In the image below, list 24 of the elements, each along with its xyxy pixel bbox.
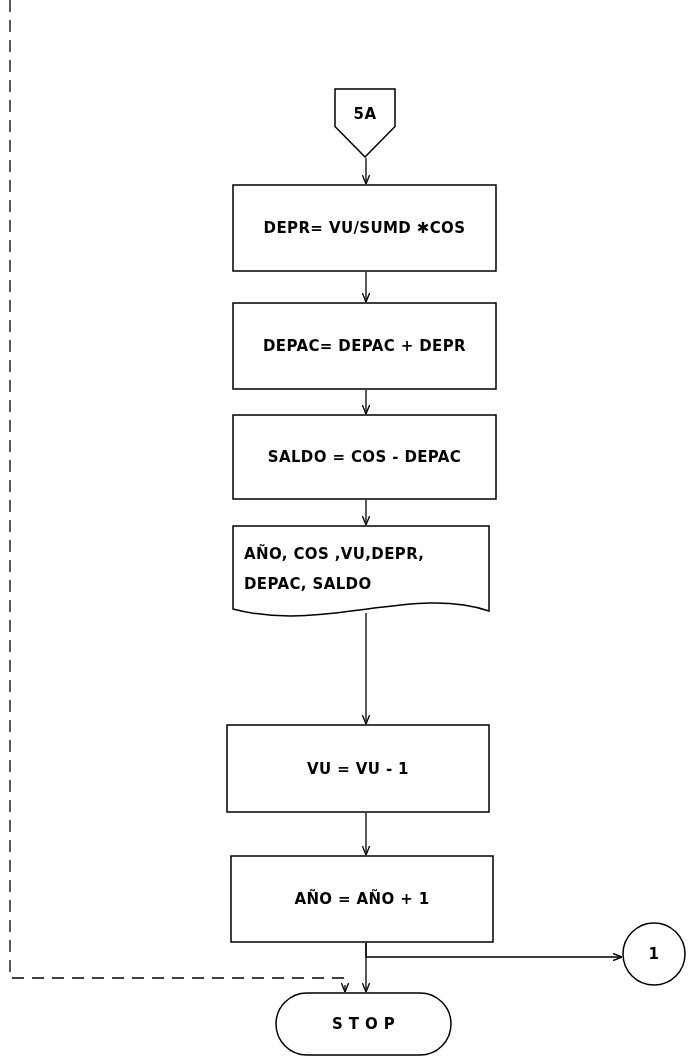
arrow: [361, 157, 371, 185]
node-text: DEPAC= DEPAC + DEPR: [262, 336, 466, 357]
off-page-connector: [334, 88, 396, 158]
process-box: [226, 724, 490, 813]
node-text: SALDO = COS - DEPAC: [267, 447, 462, 468]
node-text: 5A: [353, 104, 377, 125]
process-box: [232, 414, 497, 500]
node-text: DEPR= VU/SUMD ✱COS: [263, 218, 466, 239]
process-box: [232, 184, 497, 272]
node-text: S T O P: [331, 1014, 396, 1035]
arrow: [361, 612, 371, 725]
arrow: [361, 271, 371, 303]
node-text: 1: [648, 944, 660, 965]
arrow: [361, 812, 371, 856]
node-text: AÑO = AÑO + 1: [294, 888, 430, 910]
arrow: [361, 389, 371, 415]
connector-circle: [622, 922, 686, 986]
arrow: [9, 0, 350, 993]
arrow: [361, 942, 371, 993]
process-box: [232, 302, 497, 390]
node-text: VU = VU - 1: [307, 758, 409, 780]
node-text: AÑO, COS ,VU,DEPR, DEPAC, SALDO: [244, 543, 426, 595]
arrow: [361, 499, 371, 526]
process-box: [230, 855, 494, 943]
